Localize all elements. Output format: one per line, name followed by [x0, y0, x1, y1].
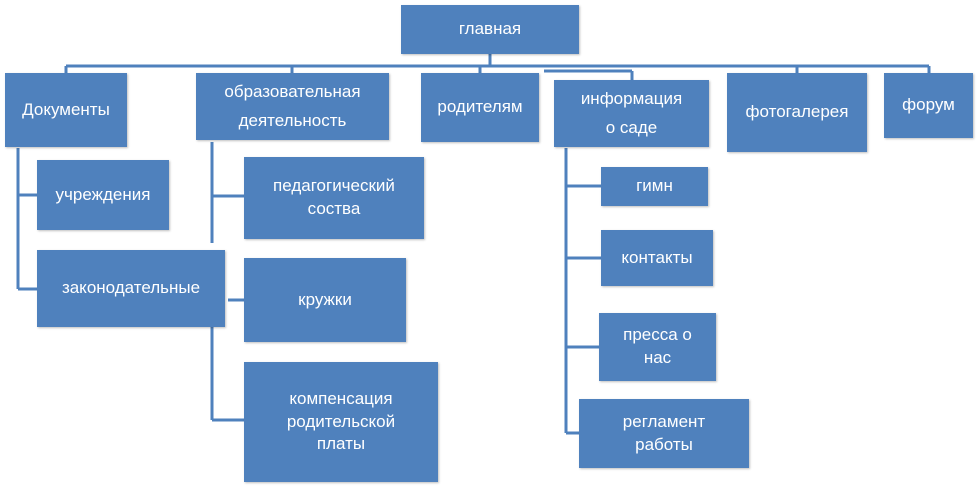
node-contacts[interactable]: контакты	[601, 230, 713, 286]
node-forum[interactable]: форум	[884, 73, 973, 138]
node-about[interactable]: информация о саде	[554, 80, 709, 147]
node-education[interactable]: образовательная деятельность	[196, 73, 389, 140]
node-contacts-label: контакты	[621, 247, 693, 267]
node-legislative[interactable]: законодательные	[37, 250, 225, 327]
root-node-label: главная	[458, 19, 522, 39]
node-schedule-label: регламент работы	[622, 411, 706, 454]
node-clubs[interactable]: кружки	[244, 258, 406, 342]
node-documents[interactable]: Документы	[5, 73, 127, 147]
node-forum-label: форум	[902, 95, 955, 115]
node-compensation[interactable]: компенсация родительской платы	[244, 362, 438, 482]
node-anthem[interactable]: гимн	[601, 167, 708, 206]
node-documents-label: Документы	[22, 99, 110, 119]
root-node[interactable]: главная	[401, 5, 579, 54]
node-gallery-label: фотогалерея	[745, 102, 849, 122]
node-institution-label: учреждения	[55, 184, 151, 204]
node-legislative-label: законодательные	[61, 278, 201, 298]
node-clubs-label: кружки	[298, 289, 352, 309]
node-press[interactable]: пресса о нас	[599, 313, 716, 381]
node-parents-label: родителям	[437, 97, 523, 117]
node-staff[interactable]: педагогический соства	[244, 157, 424, 239]
node-parents[interactable]: родителям	[421, 73, 539, 142]
node-education-label: образовательная деятельность	[224, 81, 361, 130]
node-schedule[interactable]: регламент работы	[579, 399, 749, 468]
node-about-label: информация о саде	[580, 88, 683, 137]
node-anthem-label: гимн	[636, 176, 673, 196]
node-institution[interactable]: учреждения	[37, 160, 169, 230]
node-press-label: пресса о нас	[623, 325, 692, 367]
node-staff-label: педагогический соства	[273, 176, 395, 218]
node-gallery[interactable]: фотогалерея	[727, 73, 867, 152]
node-compensation-label: компенсация родительской платы	[286, 388, 396, 454]
